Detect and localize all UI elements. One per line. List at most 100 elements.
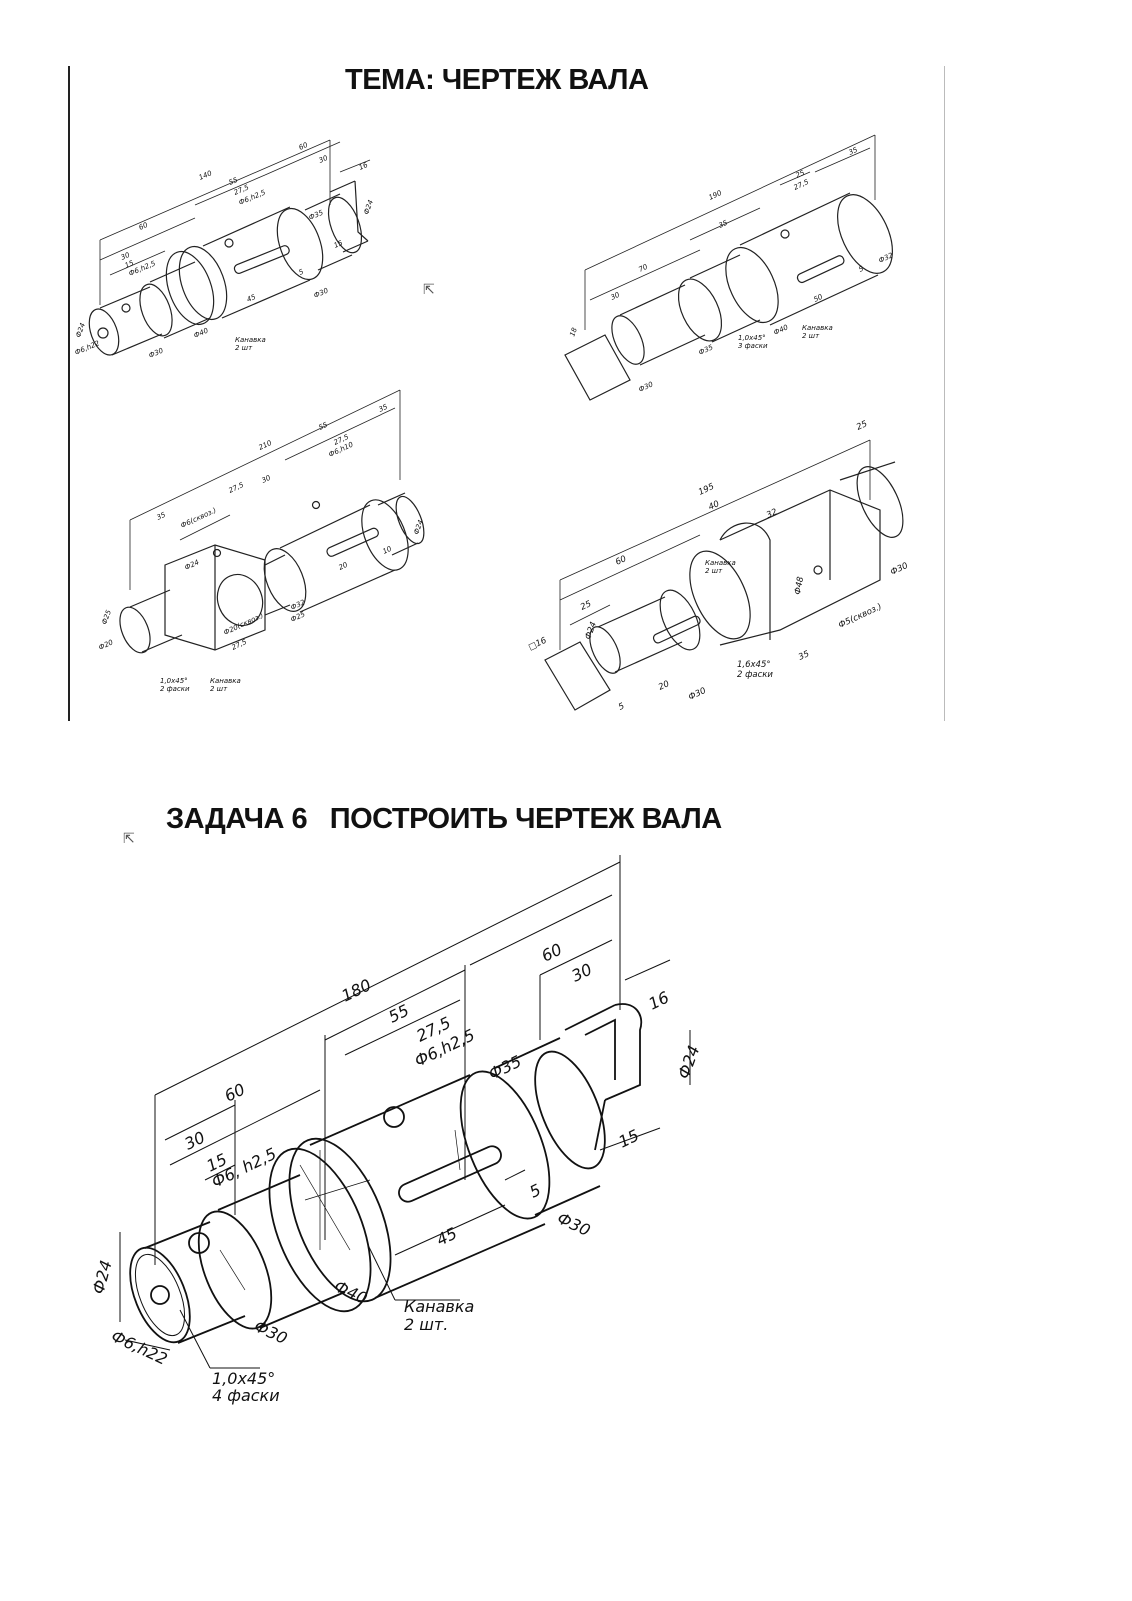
svg-text:Ф48: Ф48 <box>793 575 806 595</box>
svg-text:15: 15 <box>333 239 345 250</box>
frame-right-border <box>944 66 945 721</box>
svg-text:Ф24: Ф24 <box>583 621 599 641</box>
svg-text:Ф5(сквоз.): Ф5(сквоз.) <box>837 602 883 631</box>
svg-text:60: 60 <box>138 221 150 232</box>
svg-text:Ф24: Ф24 <box>183 558 200 572</box>
svg-text:27,5: 27,5 <box>227 481 245 495</box>
svg-text:16: 16 <box>358 161 370 172</box>
svg-text:27,5: 27,5 <box>230 638 248 652</box>
svg-text:Канавка: Канавка <box>705 559 736 567</box>
task-shaft-drawing <box>129 1003 643 1344</box>
dim-dia-30-left: Ф30 <box>251 1316 290 1348</box>
svg-text:Ф30: Ф30 <box>889 561 910 578</box>
svg-text:Ф40: Ф40 <box>772 323 789 337</box>
dim-dia-24-left: Ф24 <box>89 1258 116 1296</box>
frame-left-border <box>68 66 70 721</box>
svg-text:45: 45 <box>246 293 258 304</box>
svg-text:27,5: 27,5 <box>792 178 810 192</box>
svg-text:30: 30 <box>318 154 330 165</box>
dim-dia-40: Ф40 <box>331 1276 370 1308</box>
dim-55: 55 <box>385 1001 412 1027</box>
svg-text:55: 55 <box>317 421 329 432</box>
svg-text:Канавка: Канавка <box>802 324 833 332</box>
svg-text:190: 190 <box>707 189 723 202</box>
svg-text:Ф40: Ф40 <box>193 326 210 339</box>
dim-15-right: 15 <box>615 1126 642 1152</box>
svg-text:20: 20 <box>337 561 349 572</box>
page-title: ТЕМА: ЧЕРТЕЖ ВАЛА <box>345 64 649 96</box>
cursor-icon: ⇱ <box>423 281 435 297</box>
svg-text:70: 70 <box>637 263 649 274</box>
dim-total-180: 180 <box>338 975 374 1005</box>
svg-text:18: 18 <box>568 326 579 338</box>
svg-text:Ф24: Ф24 <box>74 322 87 339</box>
svg-text:35: 35 <box>717 219 729 230</box>
svg-text:1,6х45°: 1,6х45° <box>737 660 771 670</box>
svg-text:Ф20: Ф20 <box>97 638 114 652</box>
svg-text:3 фаски: 3 фаски <box>738 342 768 350</box>
svg-text:Ф30: Ф30 <box>313 286 330 299</box>
svg-text:35: 35 <box>155 511 167 522</box>
svg-text:Ф30: Ф30 <box>637 380 654 394</box>
dim-hole-end: Ф6,h22 <box>108 1326 170 1368</box>
svg-text:Ф30: Ф30 <box>687 686 708 703</box>
svg-text:Ф6(сквоз.): Ф6(сквоз.) <box>179 506 217 530</box>
dim-60-right: 60 <box>538 940 565 966</box>
svg-text:40: 40 <box>707 499 721 513</box>
example-b-drawing: 190 35 25 27,5 35 70 30 18 Ф30 Ф35 Ф40 5… <box>564 134 895 401</box>
svg-text:35: 35 <box>797 649 811 663</box>
svg-text:Ф30: Ф30 <box>148 346 165 359</box>
task-title: ЗАДАЧА 6 ПОСТРОИТЬ ЧЕРТЕЖ ВАЛА <box>166 803 722 835</box>
svg-text:25: 25 <box>579 599 593 613</box>
svg-text:30: 30 <box>260 474 272 485</box>
svg-text:Ф35: Ф35 <box>697 343 714 357</box>
svg-text:35: 35 <box>377 403 389 414</box>
svg-text:Ф6,h22: Ф6,h22 <box>74 339 102 357</box>
svg-text:5: 5 <box>857 264 865 273</box>
svg-text:32: 32 <box>765 507 779 521</box>
svg-text:2 фаски: 2 фаски <box>160 685 190 693</box>
dim-16: 16 <box>645 988 672 1014</box>
svg-text:1,0х45°: 1,0х45° <box>160 677 188 685</box>
chamfer-count: 4 фаски <box>212 1386 280 1405</box>
svg-text:1,0х45°: 1,0х45° <box>738 334 766 342</box>
dim-30-right: 30 <box>568 960 595 986</box>
svg-text:60: 60 <box>298 141 310 152</box>
cursor-icon-2: ⇱ <box>123 830 135 846</box>
svg-text:60: 60 <box>614 554 628 568</box>
svg-text:50: 50 <box>812 293 824 304</box>
svg-text:□16: □16 <box>527 635 549 652</box>
groove-label: Канавка <box>404 1297 474 1316</box>
groove-count: 2 шт. <box>404 1315 448 1334</box>
svg-text:30: 30 <box>120 251 132 262</box>
svg-text:Канавка: Канавка <box>235 336 266 344</box>
svg-text:5: 5 <box>617 701 626 712</box>
svg-text:Ф24: Ф24 <box>362 199 375 216</box>
svg-text:195: 195 <box>697 482 716 498</box>
svg-text:30: 30 <box>609 291 621 302</box>
svg-text:Канавка: Канавка <box>210 677 241 685</box>
example-a-drawing: 140 60 30 16 55 27,5 Ф6,h2,5 60 30 15 Ф6… <box>74 139 375 360</box>
svg-text:35: 35 <box>847 146 859 157</box>
dim-60-left: 60 <box>221 1080 248 1106</box>
svg-text:2 шт: 2 шт <box>235 344 253 352</box>
svg-text:Ф25: Ф25 <box>100 608 113 625</box>
svg-text:Ф35: Ф35 <box>308 208 325 221</box>
dim-30-left: 30 <box>181 1128 208 1154</box>
chamfer-label: 1,0х45° <box>212 1369 275 1388</box>
svg-text:2 шт: 2 шт <box>210 685 228 693</box>
dim-5: 5 <box>526 1180 543 1202</box>
dim-dia-30-right: Ф30 <box>554 1208 593 1240</box>
svg-text:140: 140 <box>198 169 214 182</box>
svg-text:5: 5 <box>298 268 306 277</box>
svg-text:210: 210 <box>257 439 273 452</box>
svg-text:2 шт: 2 шт <box>705 567 723 575</box>
example-c-drawing: 210 55 35 27,5 Ф6,h10 27,5 30 35 Ф6(скво… <box>97 389 425 693</box>
task-dimension-lines <box>119 855 691 1369</box>
dim-dia-24-right: Ф24 <box>674 1043 704 1082</box>
svg-text:15: 15 <box>124 259 136 270</box>
svg-text:20: 20 <box>657 679 671 693</box>
svg-text:10: 10 <box>381 545 393 556</box>
example-d-drawing: 195 40 60 25 25 32 Ф48 Ф30 Ф5(сквоз.) 35… <box>527 419 910 713</box>
